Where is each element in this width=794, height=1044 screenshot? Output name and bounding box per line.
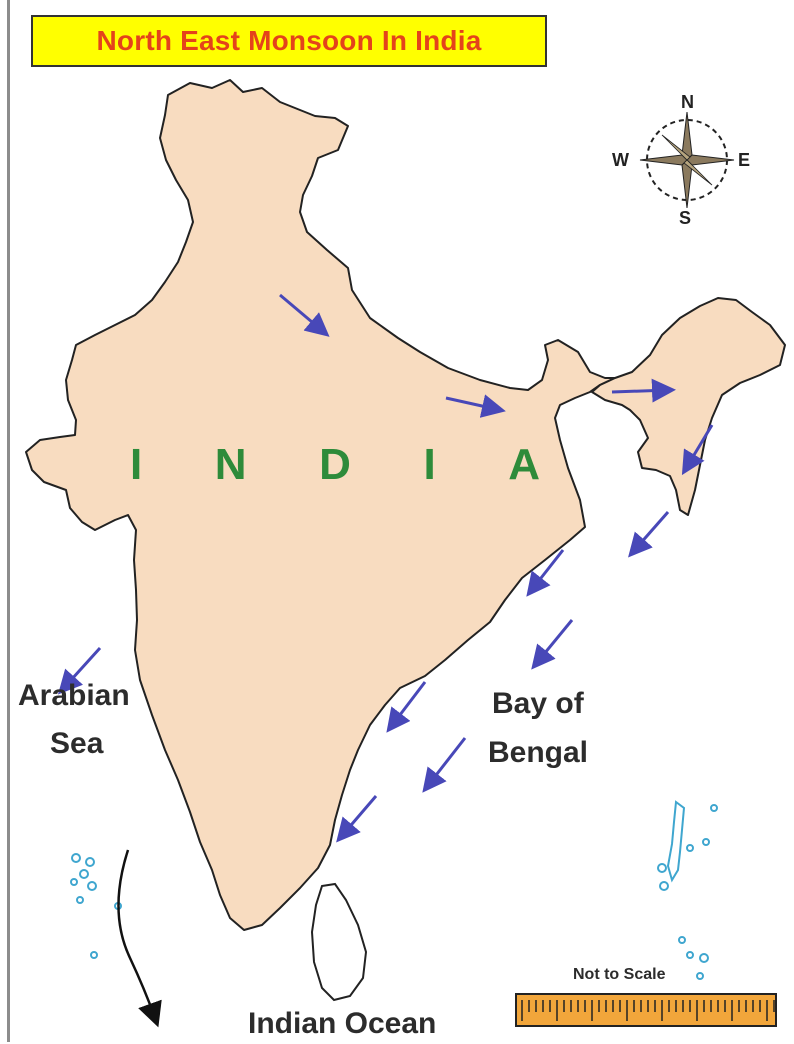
curved-arrow-icon — [117, 849, 162, 1028]
country-letter: I — [423, 440, 436, 489]
arabian-sea-label-line1: Arabian — [18, 679, 130, 712]
map-title-box: North East Monsoon In India — [31, 15, 547, 67]
country-letter: A — [508, 440, 540, 489]
compass-east-label: E — [738, 150, 751, 170]
arabian-sea-label-line2: Sea — [50, 727, 104, 760]
country-letter: I — [130, 440, 143, 489]
compass-west-label: W — [612, 150, 629, 170]
sri-lanka — [310, 882, 368, 1002]
wind-arrow-icon — [526, 549, 565, 597]
wind-arrow-icon — [422, 737, 467, 793]
country-label: I N D I A — [130, 440, 540, 490]
wind-arrow-icon — [279, 293, 330, 337]
wind-arrow-icon — [681, 424, 714, 476]
wind-arrow-icon — [445, 394, 506, 418]
scale-bar-icon — [515, 993, 777, 1027]
wind-arrow-icon — [57, 646, 102, 695]
bay-of-bengal-label-line2: Bengal — [488, 736, 589, 769]
india-northeast — [591, 297, 786, 516]
wind-arrow-icon — [386, 681, 427, 733]
country-letter: D — [319, 440, 351, 489]
wind-arrow-icon — [611, 378, 676, 403]
bay-of-bengal-label-line1: Bay of — [492, 687, 584, 720]
map-title: North East Monsoon In India — [96, 25, 482, 56]
left-border-rule — [7, 0, 10, 1042]
lakshadweep-islands — [70, 853, 122, 959]
compass-south-label: S — [679, 208, 692, 228]
wind-arrow-icon — [336, 795, 378, 843]
not-to-scale-label: Not to Scale — [573, 966, 666, 983]
compass-rose-icon — [639, 111, 735, 209]
wind-arrows — [57, 293, 714, 843]
wind-arrow-icon — [531, 619, 574, 670]
india-mainland — [25, 79, 616, 931]
country-letter: N — [214, 440, 247, 489]
wind-arrow-icon — [628, 511, 670, 558]
compass-north-label: N — [681, 92, 694, 112]
andaman-nicobar-islands — [657, 800, 718, 980]
indian-ocean-label: Indian Ocean — [248, 1007, 437, 1040]
